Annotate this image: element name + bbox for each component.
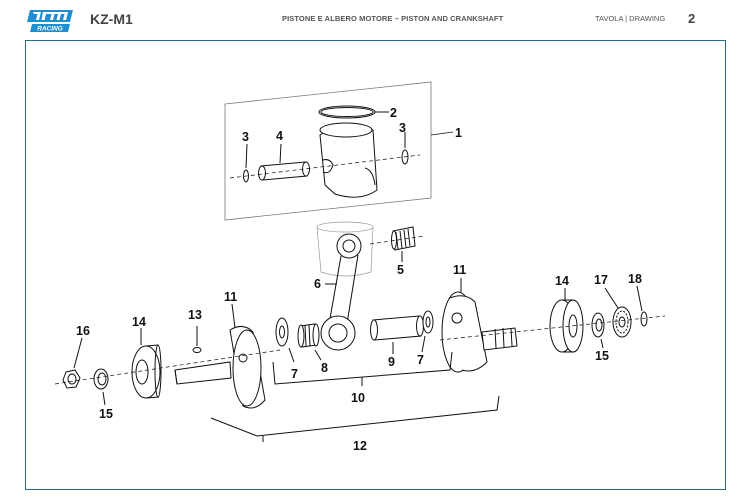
crank-nut xyxy=(62,369,81,389)
model-name: KZ-M1 xyxy=(90,11,133,27)
label-2: 2 xyxy=(390,106,397,120)
circlip-left xyxy=(243,169,249,183)
exploded-diagram: 1 2 3 3 4 5 6 7 7 8 9 10 11 11 12 13 14 … xyxy=(54,81,666,453)
crankshaft-half-right xyxy=(441,291,518,373)
thrust-washer-left xyxy=(275,317,289,347)
page-number: 2 xyxy=(688,11,696,26)
label-1: 1 xyxy=(455,126,462,140)
label-4: 4 xyxy=(276,129,283,143)
svg-text:RACING: RACING xyxy=(37,26,63,33)
piston-group-box xyxy=(224,81,432,221)
label-8: 8 xyxy=(321,361,328,375)
circlip-right xyxy=(401,149,409,165)
label-16: 16 xyxy=(76,324,90,338)
page-title: PISTONE E ALBERO MOTORE – PISTON AND CRA… xyxy=(282,14,504,23)
label-12: 12 xyxy=(353,439,367,453)
drawing-frame xyxy=(25,40,726,490)
page-header: RACING KZ-M1 PISTONE E ALBERO MOTORE – P… xyxy=(0,0,750,38)
oil-seal-left xyxy=(93,368,109,390)
label-15-left: 15 xyxy=(99,407,113,421)
label-7-right: 7 xyxy=(417,353,424,367)
retaining-clip xyxy=(640,311,648,327)
label-9: 9 xyxy=(388,355,395,369)
wrist-pin xyxy=(258,161,310,181)
label-7-left: 7 xyxy=(291,367,298,381)
crank-key xyxy=(192,347,202,353)
label-14-right: 14 xyxy=(555,274,569,288)
label-5: 5 xyxy=(397,263,404,277)
label-3-left: 3 xyxy=(242,130,249,144)
needle-bearing-big-end xyxy=(297,323,320,348)
connecting-rod xyxy=(320,233,362,351)
crankshaft-half-left xyxy=(174,326,266,409)
label-18: 18 xyxy=(628,272,642,286)
piston xyxy=(319,122,378,198)
main-bearing-right xyxy=(549,299,584,353)
drawing-label: TAVOLA | DRAWING xyxy=(595,14,666,23)
drive-gear xyxy=(612,306,632,338)
crank-pin xyxy=(370,315,424,341)
label-10: 10 xyxy=(351,391,365,405)
needle-bearing-small-end xyxy=(369,226,426,251)
label-3-right: 3 xyxy=(399,121,406,135)
label-13: 13 xyxy=(188,308,202,322)
label-15-right: 15 xyxy=(595,349,609,363)
cylinder-ghost xyxy=(316,221,374,277)
thrust-washer-right xyxy=(422,310,434,334)
main-bearing-left xyxy=(131,344,162,399)
oil-seal-right xyxy=(591,312,605,338)
tm-racing-logo: RACING xyxy=(27,10,73,33)
label-11-right: 11 xyxy=(453,263,466,277)
label-6: 6 xyxy=(314,277,321,291)
label-17: 17 xyxy=(594,273,608,287)
bracket-12 xyxy=(210,395,500,437)
label-11-left: 11 xyxy=(224,290,237,304)
label-14-left: 14 xyxy=(132,315,146,329)
